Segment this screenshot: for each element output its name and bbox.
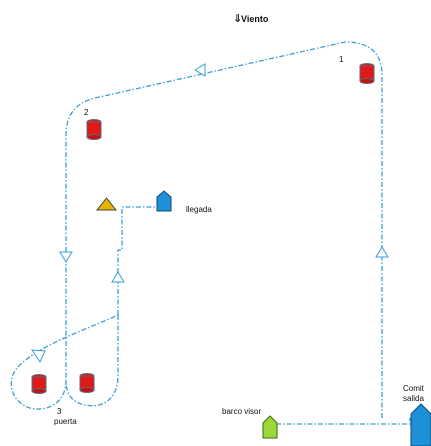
- spectator-boat-icon: [262, 415, 278, 439]
- gate-left-buoy-icon: [31, 374, 47, 394]
- direction-arrow-gate-entry: [31, 349, 46, 364]
- finish-boat-icon: [156, 190, 172, 212]
- wind-label: Viento: [241, 14, 269, 24]
- gate-number-label: 3: [57, 407, 62, 416]
- finish-triangle-mark-icon: [95, 197, 118, 211]
- course-route-start-line: [276, 418, 411, 425]
- finish-label: llegada: [186, 205, 212, 214]
- course-route-gate-left: [10, 314, 119, 410]
- spectator-boat-label: barco visor: [222, 407, 261, 416]
- direction-arrow-down-left: [59, 251, 73, 263]
- wind-arrow-icon: ⇓: [233, 13, 242, 25]
- mark-1-label: 1: [339, 55, 344, 64]
- mark-2-label: 2: [84, 108, 89, 117]
- mark-2-buoy-icon: [86, 119, 102, 140]
- mark-1-buoy-icon: [359, 63, 375, 84]
- gate-right-buoy-icon: [79, 373, 95, 393]
- committee-label: Comit: [403, 384, 425, 393]
- direction-arrow-finish-leg: [111, 271, 125, 283]
- committee-boat-icon: [410, 403, 431, 446]
- direction-arrow-up-right: [375, 246, 389, 258]
- direction-arrow-top-leg: [194, 63, 206, 77]
- course-route-gate-right: [65, 315, 119, 407]
- gate-label: puerta: [54, 417, 77, 426]
- course-route-outer: [65, 41, 383, 418]
- start-label: salida: [403, 394, 424, 403]
- course-route-finish-leg: [117, 206, 164, 315]
